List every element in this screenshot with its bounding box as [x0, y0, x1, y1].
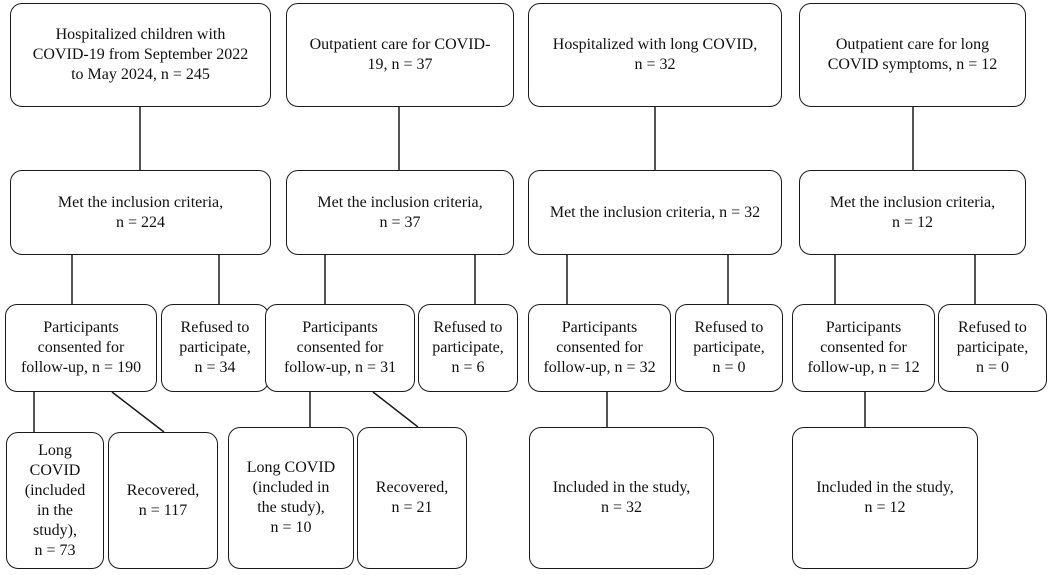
refused-box-outpatient-covid: Refused to participate, n = 6 — [418, 304, 518, 392]
consented-box-hospitalized-long-covid: Participants consented for follow-up, n … — [528, 304, 671, 392]
included-box-hospitalized-long-covid: Included in the study, n = 32 — [529, 427, 714, 569]
inclusion-box-outpatient-covid: Met the inclusion criteria, n = 37 — [286, 170, 514, 255]
consented-box-hospitalized-covid: Participants consented for follow-up, n … — [5, 304, 157, 392]
consented-box-outpatient-covid: Participants consented for follow-up, n … — [265, 304, 415, 392]
connector — [372, 391, 419, 428]
refused-box-outpatient-long-covid: Refused to participate, n = 0 — [938, 304, 1047, 392]
inclusion-box-outpatient-long-covid: Met the inclusion criteria, n = 12 — [799, 170, 1026, 255]
source-box-hospitalized-long-covid: Hospitalized with long COVID, n = 32 — [528, 3, 782, 107]
recovered-box-hospitalized-covid: Recovered, n = 117 — [108, 432, 218, 569]
refused-box-hospitalized-long-covid: Refused to participate, n = 0 — [675, 304, 783, 392]
source-box-hospitalized-covid: Hospitalized children with COVID-19 from… — [10, 3, 271, 107]
source-box-outpatient-long-covid: Outpatient care for long COVID symptoms,… — [799, 3, 1026, 107]
refused-box-hospitalized-covid: Refused to participate, n = 34 — [161, 304, 269, 392]
consented-box-outpatient-long-covid: Participants consented for follow-up, n … — [792, 304, 935, 392]
connector — [111, 391, 165, 433]
inclusion-box-hospitalized-long-covid: Met the inclusion criteria, n = 32 — [528, 170, 782, 255]
long-covid-box-outpatient-covid: Long COVID (included in the study), n = … — [228, 427, 354, 569]
included-box-outpatient-long-covid: Included in the study, n = 12 — [792, 427, 978, 569]
source-box-outpatient-covid: Outpatient care for COVID- 19, n = 37 — [286, 3, 514, 107]
inclusion-box-hospitalized-covid: Met the inclusion criteria, n = 224 — [10, 170, 271, 255]
recovered-box-outpatient-covid: Recovered, n = 21 — [357, 427, 467, 569]
long-covid-box-hospitalized-covid: Long COVID (included in the study), n = … — [6, 432, 104, 569]
